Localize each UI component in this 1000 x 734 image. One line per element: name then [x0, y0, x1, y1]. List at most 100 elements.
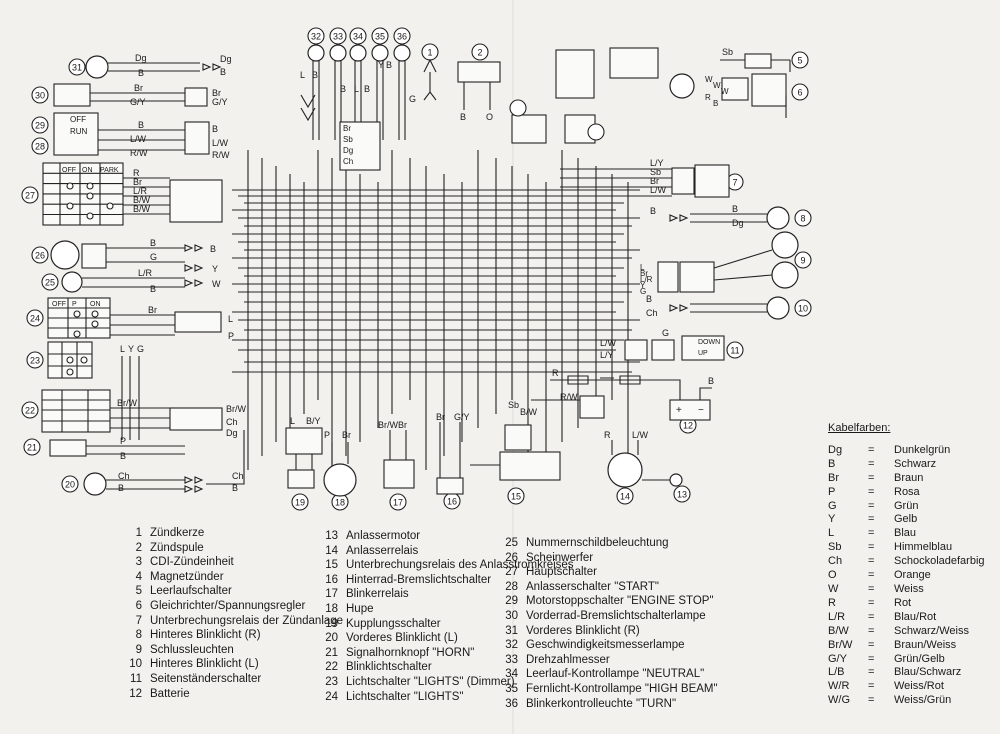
wire-label: R — [705, 93, 711, 102]
switch-contact — [66, 202, 74, 210]
wire-label: P — [72, 301, 77, 308]
wire-label: B — [732, 204, 738, 214]
wire-label: L — [300, 70, 305, 80]
wire-label: L/Y — [600, 350, 614, 360]
cable-color-title: Kabelfarben: — [828, 422, 891, 434]
component-number-circle — [307, 27, 325, 45]
cable-color-name: Blau/Schwarz — [894, 666, 962, 679]
legend-number: 30 — [505, 609, 518, 622]
spark-plug-icon — [423, 58, 437, 101]
legend-text: Hupe — [346, 602, 374, 615]
wire-label: G — [150, 252, 157, 262]
wire-label: Br — [134, 83, 143, 93]
cable-color-row: Br=Braun — [828, 472, 985, 486]
legend-number: 4 — [135, 570, 142, 583]
wire-label: Br — [650, 176, 659, 186]
switch-contact — [66, 182, 74, 190]
lamp-bulb — [371, 44, 389, 62]
wire-label: B — [650, 206, 656, 216]
component-number: 1 — [427, 48, 432, 58]
cable-color-row: L=Blau — [828, 527, 985, 541]
component-number: 6 — [797, 88, 802, 98]
lamp-bulb — [307, 44, 325, 62]
switch-contact — [73, 310, 81, 318]
legend-text: Drehzahlmesser — [526, 653, 610, 666]
wire-label: P — [324, 430, 330, 440]
wire-label: OFF — [62, 167, 76, 174]
wire-label: B — [150, 284, 156, 294]
wire-label: L/W — [632, 430, 649, 440]
legend-text: Nummernschildbeleuchtung — [526, 537, 669, 549]
wire-label: G — [409, 94, 416, 104]
tail-light-connector — [657, 261, 679, 293]
legend-number: 31 — [505, 624, 518, 637]
legend-number: 15 — [325, 559, 338, 572]
cable-color-row: P=Rosa — [828, 486, 985, 500]
component-number-circle — [794, 209, 812, 227]
component-number: 29 — [35, 121, 45, 131]
connector-icon — [184, 485, 204, 493]
wire-label: W — [713, 81, 721, 90]
wire-label: B/Y — [306, 416, 321, 426]
legend-text: Zündspule — [150, 541, 204, 554]
component-number-circle — [21, 186, 39, 204]
wire-label: Sb — [722, 47, 733, 57]
wire-label: Y — [128, 344, 134, 354]
component-number: 2 — [477, 48, 482, 58]
cable-color-name: Schockoladefarbig — [894, 555, 985, 568]
wire-label: B — [340, 84, 346, 94]
component-number: 30 — [35, 91, 45, 101]
equals-sign: = — [868, 499, 875, 512]
lamp-bulb — [766, 206, 790, 230]
cable-color-name: Himmelblau — [894, 541, 953, 554]
legend-number: 7 — [135, 614, 142, 627]
rear-brake-switch — [436, 477, 464, 495]
wire-label: B — [120, 451, 126, 461]
legend-number: 16 — [325, 573, 338, 586]
wire-label: L — [228, 314, 233, 324]
legend-text: Vorderrad-Bremslichtschalterlampe — [526, 609, 706, 622]
turn-switch-table — [41, 389, 111, 433]
component-number-circle — [26, 351, 44, 369]
legend-text: Hinterrad-Bremslichtschalter — [346, 573, 492, 586]
wire-label: B/W — [520, 407, 538, 417]
component-number: 7 — [732, 178, 737, 188]
component-number: 28 — [35, 142, 45, 152]
component-number-circle — [791, 83, 809, 101]
cable-color-name: Weiss — [894, 582, 924, 595]
component-number: 19 — [295, 498, 305, 508]
connector-box — [184, 87, 208, 107]
legend-text: Zündkerze — [150, 527, 205, 539]
cable-code: L — [828, 527, 835, 540]
component-number: 15 — [511, 492, 521, 502]
legend-text: Lichtschalter "LIGHTS" (Dimmer) — [346, 675, 515, 688]
wire-label: G — [640, 287, 646, 296]
clutch-switch — [287, 469, 315, 489]
wire-label: R — [552, 368, 559, 378]
terminal-label: Ch — [343, 157, 353, 166]
neutral-switch — [744, 53, 772, 69]
lamp-bulb — [771, 231, 799, 259]
wire-label: L — [640, 263, 645, 272]
wire-label: P — [120, 436, 126, 446]
magneto-icon — [669, 73, 695, 99]
wire-label: Br/W — [117, 398, 138, 408]
lamp-bulb — [61, 271, 83, 293]
switch-contact — [91, 320, 99, 328]
component-number: 5 — [797, 56, 802, 66]
clutch-connector — [285, 427, 323, 455]
connector-circle — [509, 99, 527, 117]
legend-number: 28 — [505, 580, 518, 593]
legend-text: Blinklichtschalter — [346, 661, 432, 674]
legend-number: 1 — [135, 527, 142, 539]
lamp-bulb — [393, 44, 411, 62]
wire-label: Dg — [732, 218, 744, 228]
component-number-circle — [31, 137, 49, 155]
switch-contact — [106, 202, 114, 210]
legend-number: 34 — [505, 668, 518, 681]
